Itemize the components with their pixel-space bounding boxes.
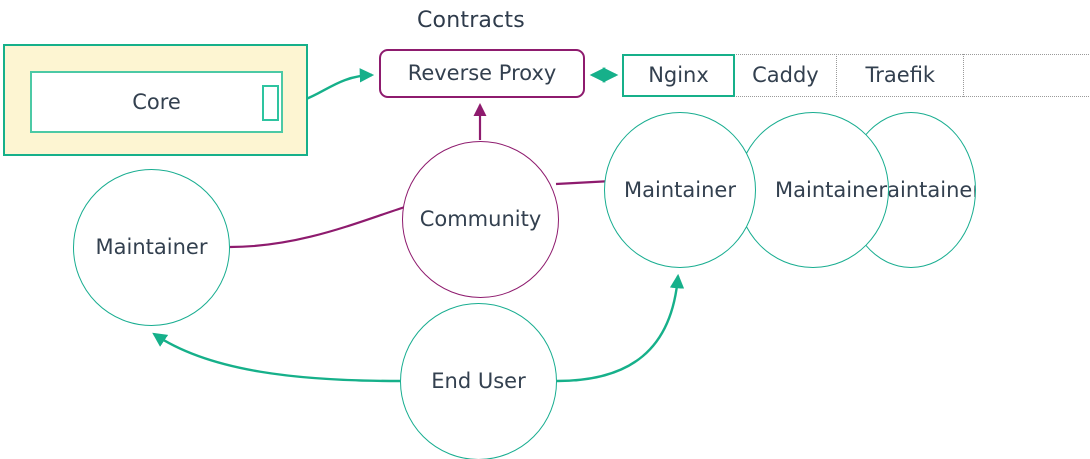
maintainer-right-2-node[interactable]: Maintainer xyxy=(737,112,889,268)
community-node[interactable]: Community xyxy=(402,141,559,298)
contract-option-caddy[interactable]: Caddy xyxy=(733,54,838,97)
contract-option-empty[interactable] xyxy=(963,54,1090,97)
core-label: Core xyxy=(132,89,181,114)
maintainer-left-label: Maintainer xyxy=(95,235,208,259)
contract-option-traefik[interactable]: Traefik xyxy=(835,54,965,97)
contract-option-nginx-label: Nginx xyxy=(648,63,709,87)
maintainer-right-2-label: Maintainer xyxy=(775,177,887,202)
core-port-handle[interactable] xyxy=(262,85,279,121)
contracts-title: Contracts xyxy=(417,8,525,33)
maintainer-right-1-label: Maintainer xyxy=(624,177,736,202)
community-label: Community xyxy=(419,207,542,231)
contract-option-caddy-label: Caddy xyxy=(752,63,819,87)
maintainer-right-1-node[interactable]: Maintainer xyxy=(604,112,756,268)
core-node[interactable]: Core xyxy=(30,71,283,133)
contract-option-traefik-label: Traefik xyxy=(865,63,936,87)
maintainer-left-node[interactable]: Maintainer xyxy=(73,169,230,326)
end-user-label: End User xyxy=(431,369,526,393)
contract-options-row: Nginx Caddy Traefik xyxy=(622,54,1090,97)
reverse-proxy-node[interactable]: Reverse Proxy xyxy=(379,49,585,98)
reverse-proxy-label: Reverse Proxy xyxy=(407,61,557,85)
edge-end-user-to-maintainer-r1 xyxy=(556,273,685,383)
edge-end-user-to-maintainer-left xyxy=(152,332,401,383)
edge-maintainer-left-to-community xyxy=(229,205,406,249)
end-user-node[interactable]: End User xyxy=(400,303,557,459)
maintainer-right-3-label: Maintainer xyxy=(869,177,976,202)
contract-option-nginx[interactable]: Nginx xyxy=(622,54,735,97)
core-group-container[interactable]: Core xyxy=(3,44,308,156)
